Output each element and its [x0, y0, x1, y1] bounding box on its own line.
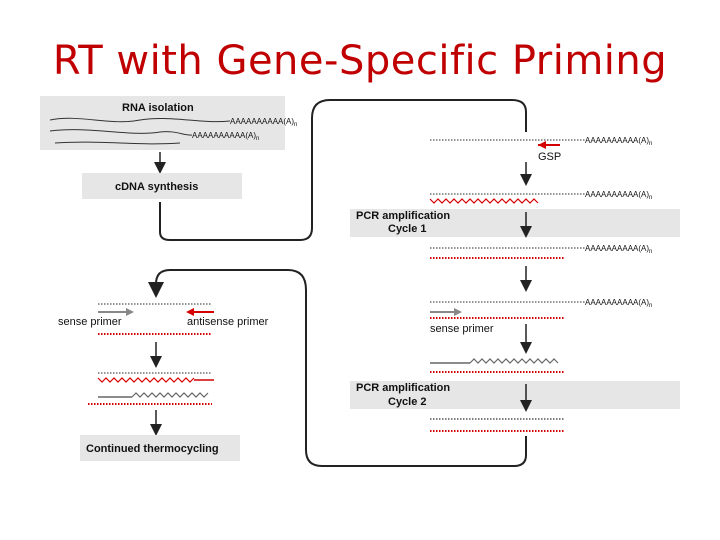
rna-isolation-label: RNA isolation [122, 102, 194, 114]
page-title: RT with Gene-Specific Priming [52, 38, 668, 84]
mrna-polya-tail-4: AAAAAAAAAA(A)n [585, 298, 652, 309]
sense-extended-strand [469, 358, 559, 364]
continued-thermocycling-box [80, 435, 240, 461]
rna-polya-tail-2: AAAAAAAAAA(A)n [192, 131, 259, 142]
left-product-top [131, 392, 209, 398]
sense-primer-right-head [454, 308, 462, 316]
pcr-cycle2-title: PCR amplification [356, 382, 450, 394]
cdna-synthesis-label: cDNA synthesis [115, 181, 198, 193]
sense-primer-label-left: sense primer [58, 316, 122, 328]
pcr-cycle2-box [350, 381, 680, 409]
pcr-cycle1-subtitle: Cycle 1 [388, 223, 427, 235]
flow-connector-2 [148, 269, 527, 467]
gsp-label: GSP [538, 151, 561, 163]
pcr-cycle2-subtitle: Cycle 2 [388, 396, 427, 408]
first-strand-cdna [429, 198, 539, 204]
antisense-primer-label: antisense primer [187, 316, 269, 328]
rna-strand-3 [54, 141, 181, 145]
pcr-cycle1-title: PCR amplification [356, 210, 450, 222]
antisense-extended-strand [97, 377, 195, 383]
sense-primer-label-right: sense primer [430, 323, 494, 335]
flow-connector-1 [159, 99, 527, 241]
rna-polya-tail-1: AAAAAAAAAA(A)n [230, 117, 297, 128]
continued-thermocycling-label: Continued thermocycling [86, 443, 219, 455]
mrna-polya-tail: AAAAAAAAAA(A)n [585, 136, 652, 147]
rna-isolation-box [40, 96, 285, 150]
pcr-cycle1-box [350, 209, 680, 237]
sense-primer-left-head [126, 308, 134, 316]
mrna-polya-tail-3: AAAAAAAAAA(A)n [585, 244, 652, 255]
rna-strand-2 [49, 129, 193, 136]
gsp-primer-head [538, 141, 546, 149]
antisense-primer-head [186, 308, 194, 316]
cdna-synthesis-box [82, 173, 242, 199]
mrna-polya-tail-2: AAAAAAAAAA(A)n [585, 190, 652, 201]
rna-strand-1 [49, 117, 231, 123]
